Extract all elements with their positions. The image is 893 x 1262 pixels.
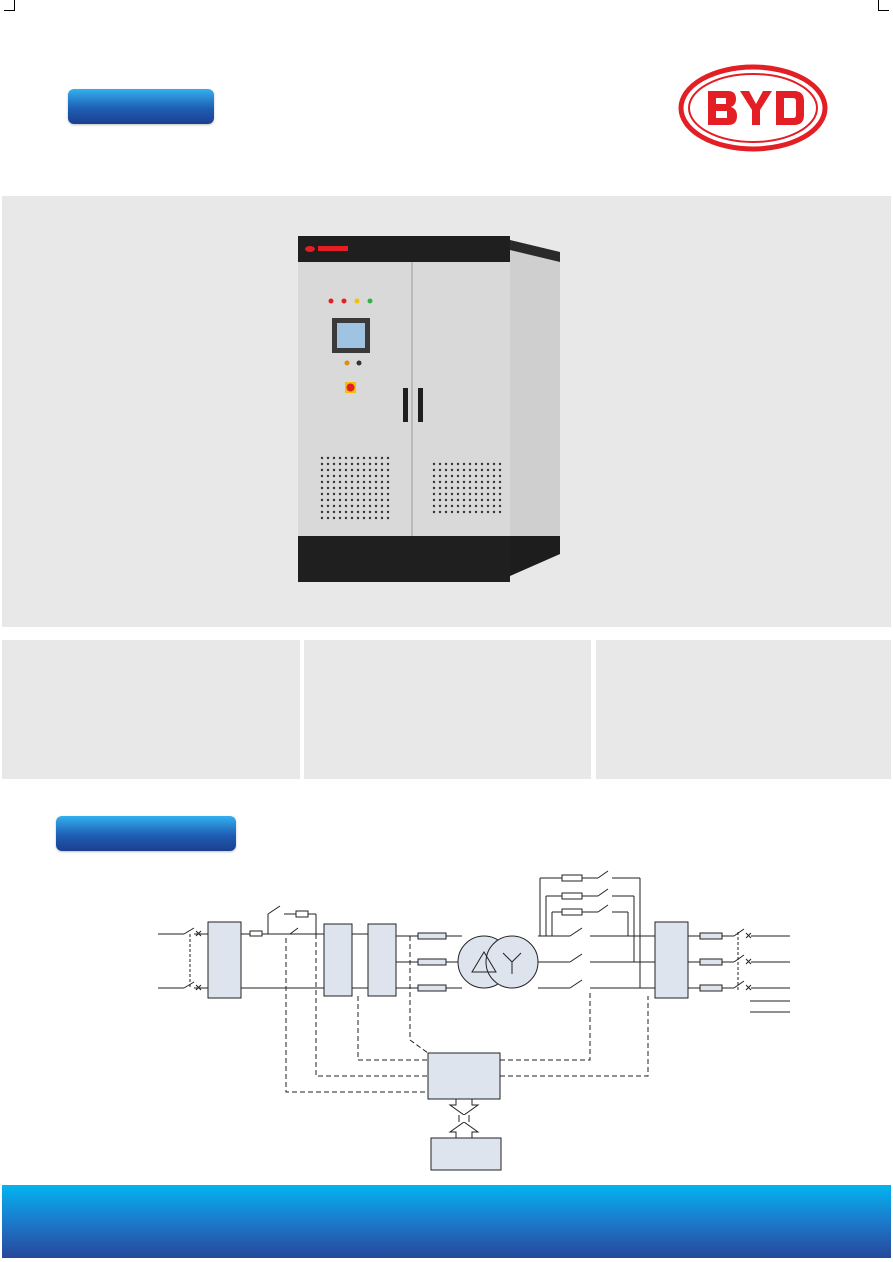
feature-box-3 (596, 640, 891, 779)
inverter-cabinet-image (298, 236, 560, 582)
crop-mark-top-right (878, 0, 889, 11)
byd-logo (678, 64, 828, 152)
section-banner-diagram (56, 816, 236, 851)
product-image-panel (2, 196, 891, 627)
feature-box-2 (304, 640, 591, 779)
feature-box-1 (2, 640, 300, 779)
section-banner-top (68, 89, 214, 124)
crop-mark-top-left (4, 0, 15, 11)
footer-bar (2, 1185, 891, 1258)
system-block-diagram (158, 870, 790, 1171)
